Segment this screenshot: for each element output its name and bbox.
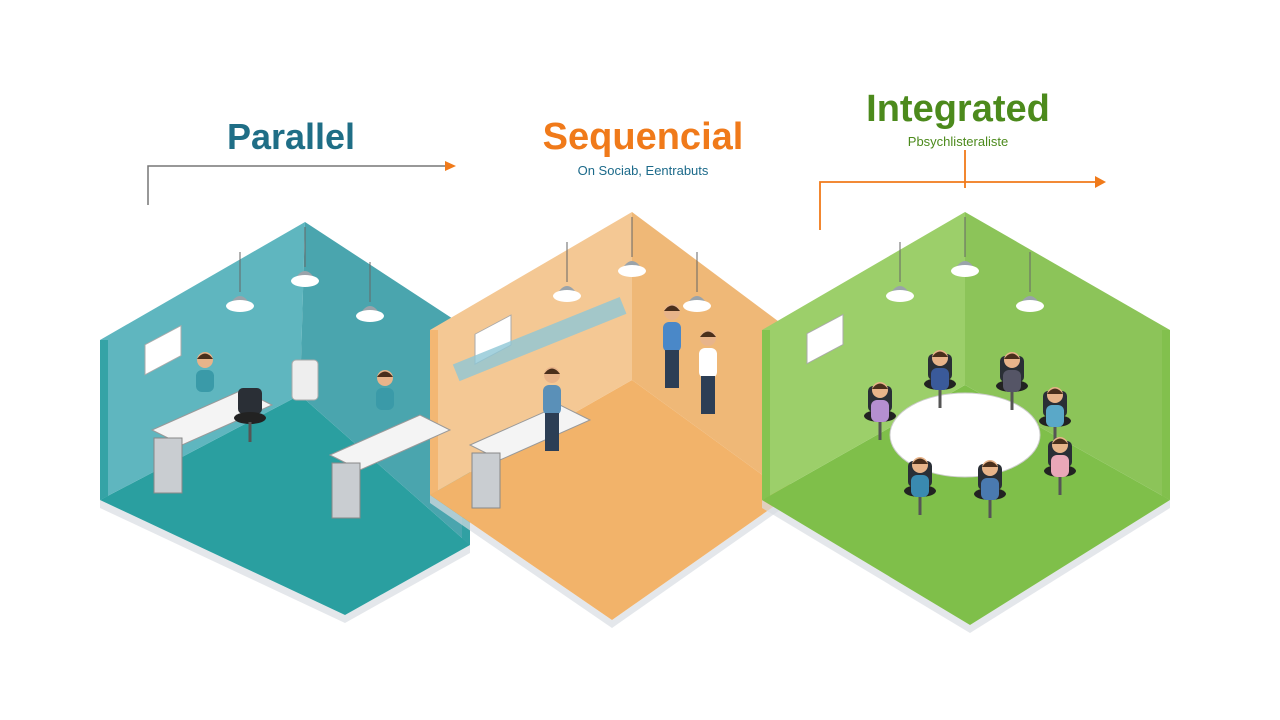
- wall-board: [806, 313, 844, 365]
- round-table: [889, 392, 1041, 478]
- person-parallel-2-body: [376, 388, 394, 410]
- lamp-light: [553, 290, 581, 302]
- title-integrated: Integrated: [866, 88, 1050, 130]
- process-wall-strip: [452, 297, 627, 382]
- wall-edge-left: [430, 330, 438, 495]
- subtitle-sequencial: On Sociab, Eentrabuts: [577, 163, 709, 178]
- person-integrated-0-body: [871, 400, 889, 422]
- chair-1-back: [238, 388, 262, 414]
- connector-line-integrated: [819, 181, 1095, 230]
- wall-board: [144, 324, 182, 376]
- desk-3-drawer: [471, 452, 501, 509]
- wall-edge-left: [100, 340, 108, 500]
- person-sequencial-1-body: [543, 385, 561, 415]
- person-sequencial-2-legs: [665, 350, 679, 388]
- desk-1-drawer: [153, 437, 183, 494]
- person-parallel-1-hair: [197, 353, 213, 359]
- arrow-head-integrated: [1095, 176, 1106, 188]
- person-integrated-3-hair: [1047, 388, 1063, 394]
- person-integrated-3-body: [1046, 405, 1064, 427]
- water-cooler: [291, 359, 319, 401]
- person-integrated-1-body: [931, 368, 949, 390]
- room-wall-left: [430, 212, 632, 495]
- room-wall-left: [762, 212, 965, 500]
- person-sequencial-1-legs: [545, 413, 559, 451]
- person-integrated-6-hair: [1052, 438, 1068, 444]
- person-sequencial-2-body: [663, 322, 681, 352]
- person-integrated-6-body: [1051, 455, 1069, 477]
- person-integrated-4-hair: [912, 458, 928, 464]
- person-sequencial-2-hair: [664, 305, 680, 311]
- lamp-light: [226, 300, 254, 312]
- lamp-light: [951, 265, 979, 277]
- desk-2-drawer: [331, 462, 361, 519]
- title-parallel: Parallel: [226, 116, 356, 157]
- room-sequencial: [430, 212, 790, 628]
- person-integrated-4-body: [911, 475, 929, 497]
- person-integrated-2-body: [1003, 370, 1021, 392]
- room-floor: [430, 380, 790, 620]
- lamp-light: [886, 290, 914, 302]
- lamp-light: [1016, 300, 1044, 312]
- room-wall-right: [965, 212, 1170, 500]
- chair-1-seat: [234, 412, 266, 424]
- arrow-head-parallel: [445, 161, 456, 171]
- room-floor: [100, 395, 470, 615]
- wall-edge-left: [762, 330, 770, 500]
- person-parallel-1-body: [196, 370, 214, 392]
- lamp-light: [291, 275, 319, 287]
- person-integrated-5-hair: [982, 461, 998, 467]
- person-integrated-5-body: [981, 478, 999, 500]
- person-sequencial-3-body: [699, 348, 717, 378]
- person-sequencial-3-hair: [700, 331, 716, 337]
- title-sequencial: Sequencial: [542, 116, 744, 158]
- subtitle-integrated: Pbsychlisteraliste: [907, 134, 1009, 149]
- lamp-light: [618, 265, 646, 277]
- connector-line-parallel: [147, 165, 445, 205]
- lamp-light: [683, 300, 711, 312]
- person-integrated-2-hair: [1004, 353, 1020, 359]
- person-integrated-1-hair: [932, 351, 948, 357]
- person-parallel-2-hair: [377, 371, 393, 377]
- person-sequencial-1-hair: [544, 368, 560, 374]
- person-sequencial-3-legs: [701, 376, 715, 414]
- lamp-light: [356, 310, 384, 322]
- wall-edge-right: [1162, 330, 1170, 500]
- person-integrated-0-hair: [872, 383, 888, 389]
